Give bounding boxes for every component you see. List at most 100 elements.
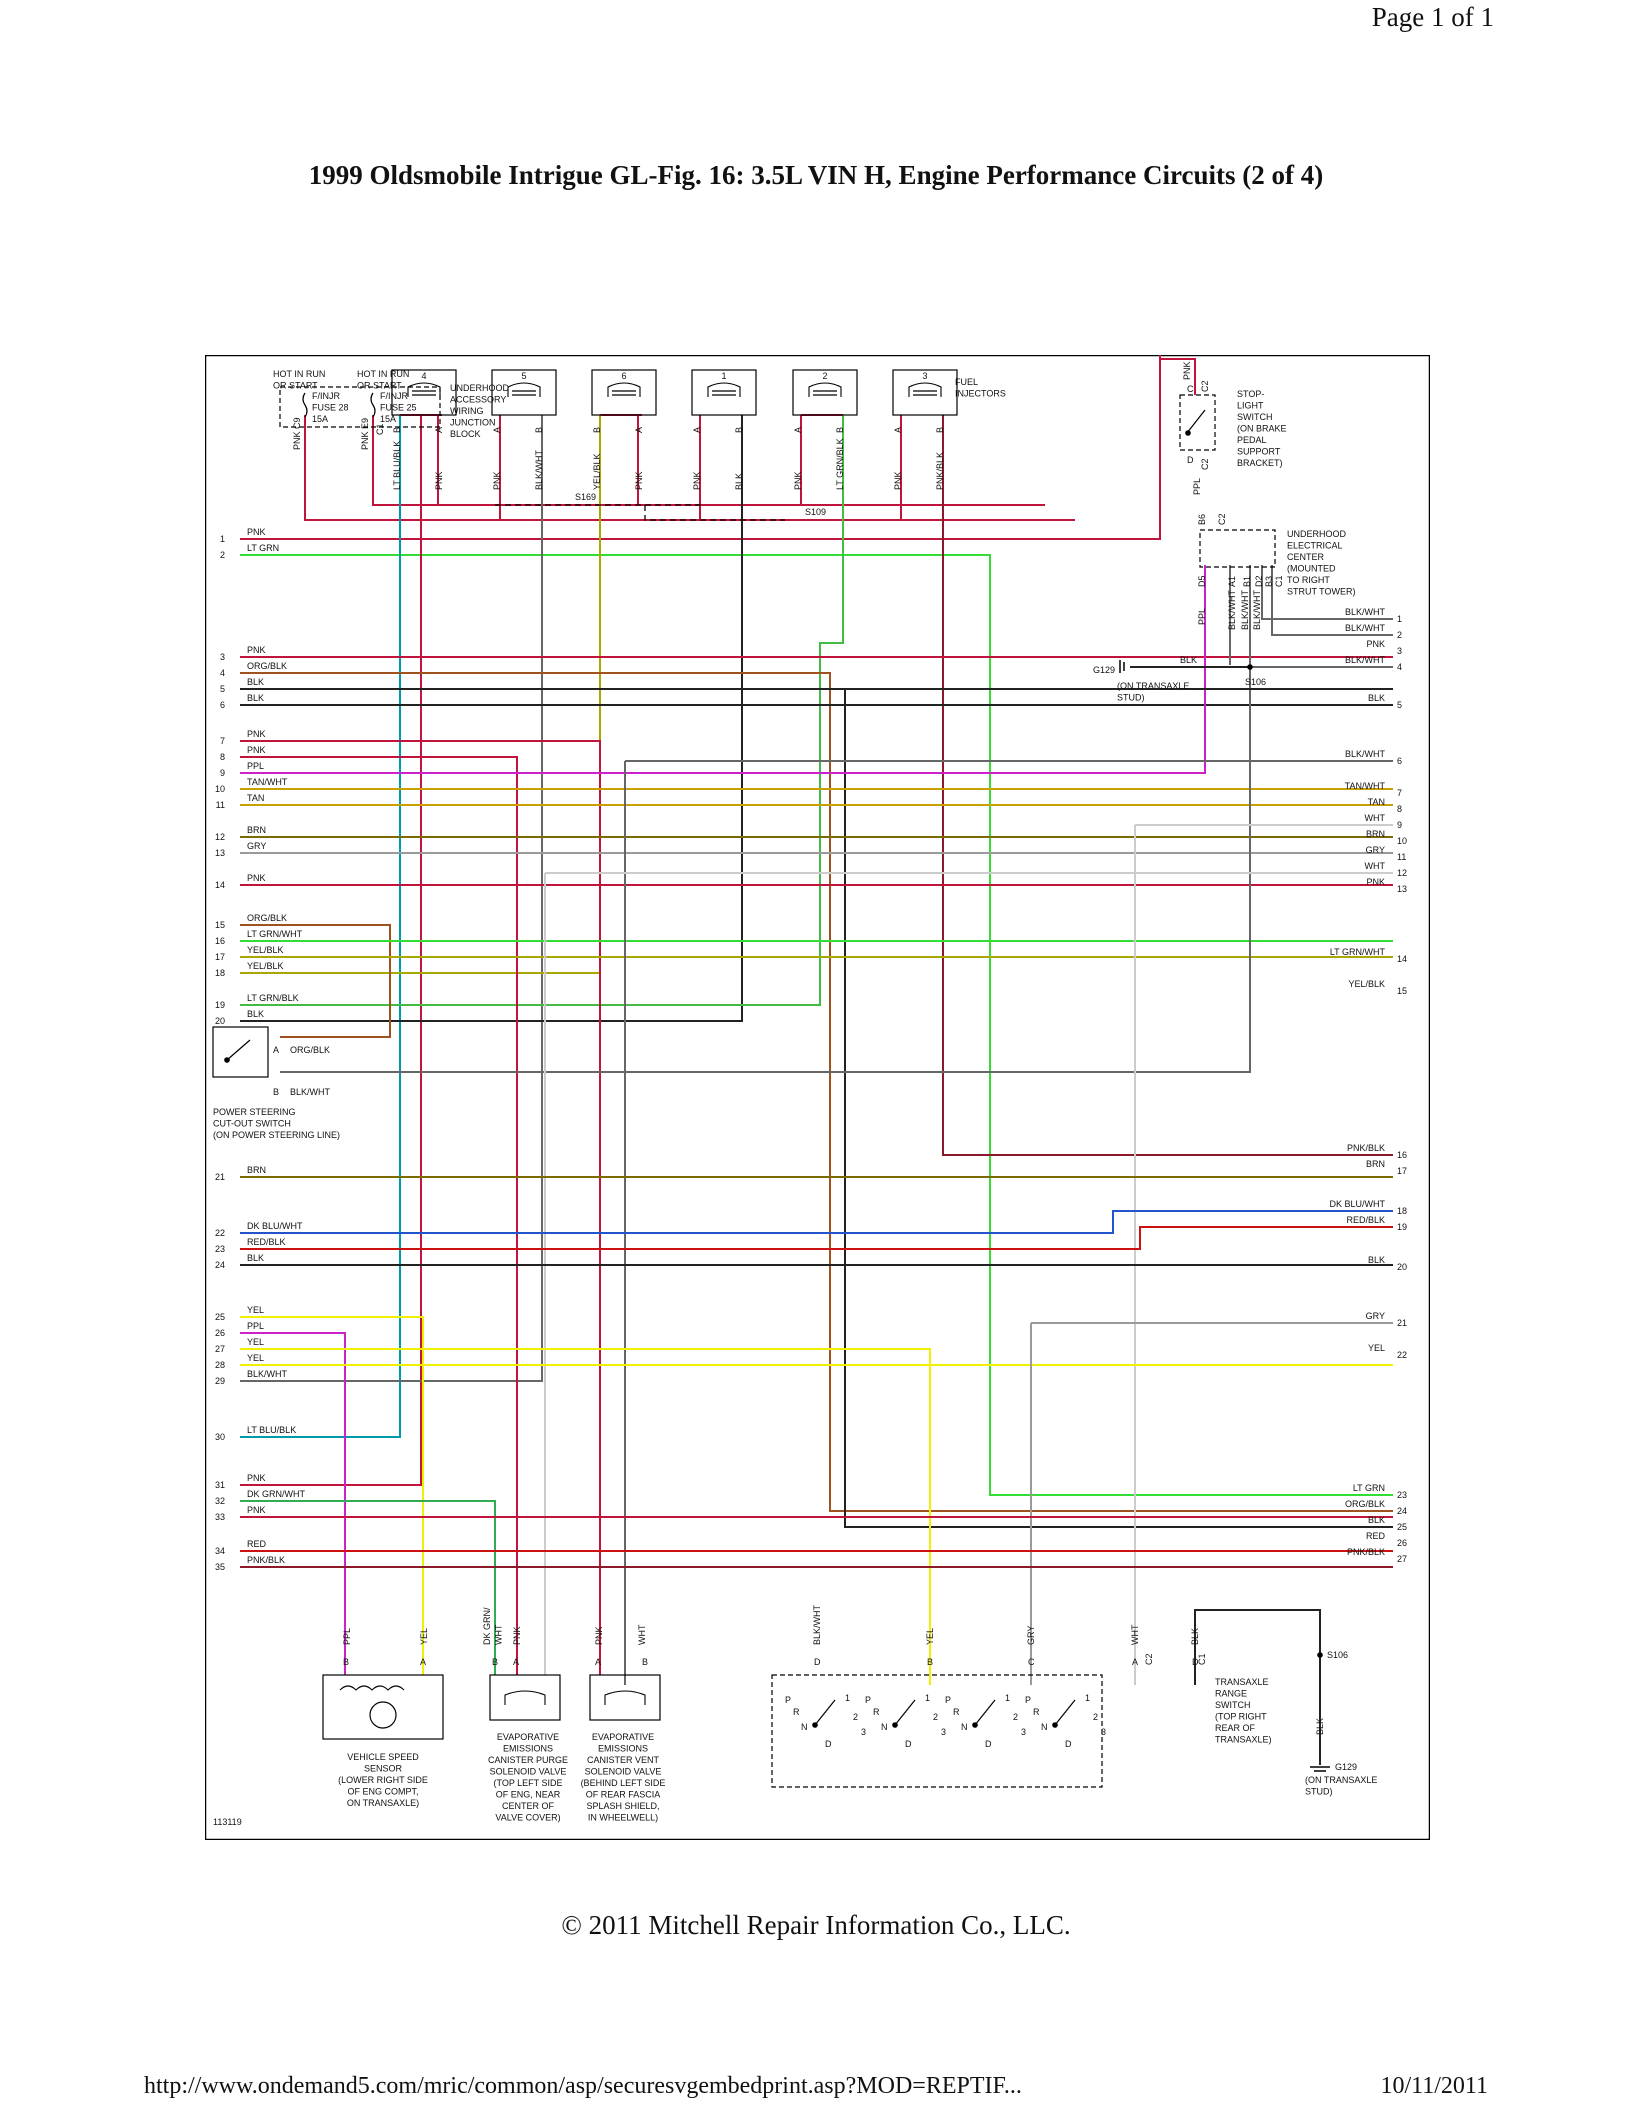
wire-row9-ppl xyxy=(240,565,1206,774)
label-line: ACCESSORY xyxy=(450,395,506,405)
label-line: ORG/BLK xyxy=(247,913,287,923)
injector-number: 4 xyxy=(421,371,426,381)
vss-wire-a: YEL xyxy=(419,1628,429,1645)
label-line: GRY xyxy=(1366,845,1385,855)
label-line: 27 xyxy=(1397,1554,1407,1564)
trs-wire-label: YEL xyxy=(925,1628,935,1645)
label-line: BLK xyxy=(247,1253,264,1263)
label-line: CENTER OF xyxy=(502,1801,555,1811)
wire-row23-redblk xyxy=(240,1226,1393,1250)
label-line: PNK xyxy=(893,471,903,490)
label-line: YEL xyxy=(247,1353,264,1363)
label-line: 12 xyxy=(1397,868,1407,878)
label-line: PNK xyxy=(512,1626,522,1645)
label-line: DK BLU/WHT xyxy=(247,1221,303,1231)
trs-gear-label: 3 xyxy=(861,1727,866,1737)
label-line: BLK xyxy=(734,473,744,490)
right-row-color: GRY xyxy=(1366,845,1385,855)
label-line: DK BLU/WHT xyxy=(1329,1199,1385,1209)
right-row-number: 16 xyxy=(1397,1150,1407,1160)
label-line: S109 xyxy=(805,507,826,517)
ec-pin-label: A1 xyxy=(1227,576,1237,587)
right-row-color: WHT xyxy=(1365,861,1386,871)
left-row-color: PNK xyxy=(247,873,266,883)
injector-coil-icon xyxy=(707,382,741,397)
label-line: N xyxy=(1041,1722,1048,1732)
label-line: FUEL xyxy=(955,377,978,387)
label-line: 17 xyxy=(215,952,225,962)
label-line: PNK xyxy=(247,729,266,739)
label-line: PEDAL xyxy=(1237,435,1267,445)
label-line: 25 xyxy=(215,1312,225,1322)
label-line: TO RIGHT xyxy=(1287,575,1330,585)
trs-contact xyxy=(814,1699,836,1726)
left-row-color: PNK xyxy=(247,1505,266,1515)
left-row-color: BLK xyxy=(247,1253,264,1263)
label-line: OF REAR FASCIA xyxy=(586,1790,661,1800)
trs-gear-label: 3 xyxy=(1021,1727,1026,1737)
label-line: 24 xyxy=(215,1260,225,1270)
left-row-color: LT GRN xyxy=(247,543,279,553)
trs-wire-label: BLK xyxy=(1190,1628,1200,1645)
right-row-color: DK BLU/WHT xyxy=(1329,1199,1385,1209)
left-row-color: PNK xyxy=(247,1473,266,1483)
label-line: YEL xyxy=(419,1628,429,1645)
label-line: 6 xyxy=(220,700,225,710)
label-line: PNK/BLK xyxy=(1347,1547,1385,1557)
wire-ec-blkwht-2 xyxy=(1271,565,1393,636)
label-line: C1 xyxy=(375,423,385,435)
left-row-number: 31 xyxy=(215,1480,225,1490)
injector-wire-right: LT GRN/BLK xyxy=(835,438,845,490)
left-row-number: 5 xyxy=(220,684,225,694)
left-row-color: PNK xyxy=(247,527,266,537)
label-line: (ON TRANSAXLE xyxy=(1117,681,1189,691)
ps-contact xyxy=(226,1039,251,1061)
component-layer xyxy=(212,369,1330,1788)
label-line: 16 xyxy=(215,936,225,946)
injector-wire-right: PNK xyxy=(434,471,444,490)
label-line: BLK/WHT xyxy=(534,449,544,490)
ec-wire-label: PPL xyxy=(1197,608,1207,625)
right-row-number: 8 xyxy=(1397,804,1402,814)
label-line: ORG/BLK xyxy=(290,1045,330,1055)
left-row-number: 28 xyxy=(215,1360,225,1370)
injector-wire-left: PNK xyxy=(692,471,702,490)
label-line: LT BLU/BLK xyxy=(392,441,402,490)
ps-pin-b: B xyxy=(273,1087,279,1097)
right-row-number: 7 xyxy=(1397,788,1402,798)
label-line: GRY xyxy=(1026,1626,1036,1645)
label-line: BLK xyxy=(1368,693,1385,703)
vehicle-speed-sensor xyxy=(322,1674,444,1740)
trs-gear-label: 2 xyxy=(853,1712,858,1722)
trs-pin-label: D xyxy=(814,1657,821,1667)
label-line: 33 xyxy=(215,1512,225,1522)
label-line: SUPPORT xyxy=(1237,447,1281,457)
label-line: P xyxy=(785,1695,791,1705)
left-row-number: 4 xyxy=(220,668,225,678)
right-row-number: 23 xyxy=(1397,1490,1407,1500)
label-line: (BEHIND LEFT SIDE xyxy=(581,1778,666,1788)
label-line: D xyxy=(1187,455,1194,465)
label-line: C1 xyxy=(1197,1653,1207,1665)
injector-coil-icon xyxy=(607,382,641,397)
label-line: PNK xyxy=(247,873,266,883)
label-line: FUSE 25 xyxy=(380,403,417,413)
injector-pin-right: B xyxy=(935,427,945,433)
left-row-color: LT BLU/BLK xyxy=(247,1425,296,1435)
label-line: 17 xyxy=(1397,1166,1407,1176)
wire-row15-orgblk xyxy=(240,924,391,1038)
label-line: PNK xyxy=(247,1505,266,1515)
label-line: UNDERHOOD xyxy=(450,383,510,393)
wire-inj5-b xyxy=(240,415,543,1382)
label-line: N xyxy=(801,1722,808,1732)
label-line: 10 xyxy=(215,784,225,794)
label-line: CANISTER PURGE xyxy=(488,1755,568,1765)
left-row-color: YEL/BLK xyxy=(247,945,284,955)
ec-wire-label: BLK/WHT xyxy=(1252,589,1262,630)
label-line: RED xyxy=(1366,1531,1386,1541)
label-line: 10 xyxy=(1397,836,1407,846)
label-line: B xyxy=(392,427,402,433)
